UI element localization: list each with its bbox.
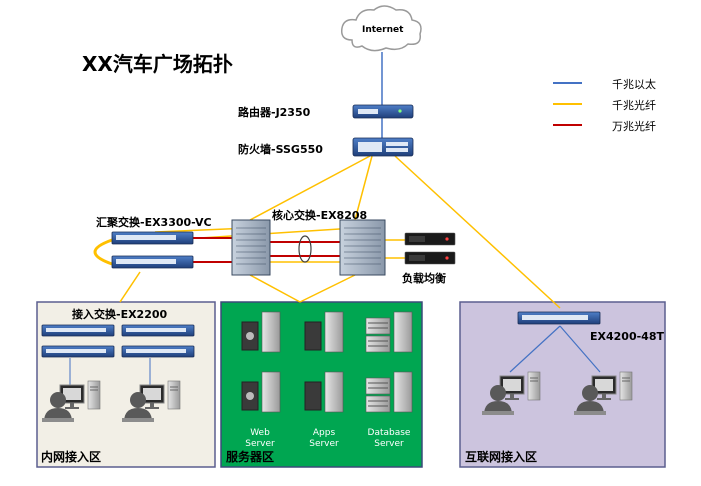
- ex4200-switch-icon: [517, 311, 601, 325]
- aggregation-switch-label: 汇聚交换-EX3300-VC: [96, 216, 212, 229]
- firewall-device-icon: [352, 137, 414, 157]
- apps-server-icon: [304, 311, 344, 413]
- database-server-label: Database Server: [367, 428, 411, 449]
- apps-server-label: Apps Server: [309, 428, 339, 449]
- core-switch-icon: [231, 219, 386, 276]
- database-server-icon: [365, 311, 413, 413]
- core-switch-label: 核心交换-EX8208: [272, 209, 368, 222]
- intranet-zone-label: 内网接入区: [41, 450, 102, 464]
- ex4200-pc2-link: [559, 325, 601, 373]
- load-balancer-label: 负载均衡: [402, 272, 446, 285]
- access-switch-icon: [41, 324, 195, 358]
- legend-label-0: 千兆以太: [612, 78, 656, 91]
- legend-label-2: 万兆光纤: [612, 120, 656, 133]
- ten-gigabit-fiber-links: [193, 237, 340, 263]
- router-device-icon: [352, 104, 414, 119]
- internet-access-zone-box: [459, 301, 666, 468]
- web-server-icon: [241, 311, 281, 413]
- legend-label-1: 千兆光纤: [612, 99, 656, 112]
- ex4200-label: EX4200-48T: [590, 330, 664, 343]
- router-label: 路由器-J2350: [238, 106, 311, 119]
- ex4200-pc1-link: [509, 325, 561, 373]
- internet-access-zone-label: 互联网接入区: [465, 450, 538, 464]
- vc-stack-loop: [93, 238, 113, 266]
- load-balancer-icon: [404, 232, 456, 265]
- firewall-label: 防火墙-SSG550: [238, 143, 323, 156]
- access-switch-label: 接入交换-EX2200: [72, 308, 168, 321]
- internet-cloud-icon: [340, 5, 422, 52]
- link-bundle-icon: [298, 235, 312, 263]
- internet-label: Internet: [362, 25, 404, 35]
- page-title: XX汽车广场拓扑: [82, 52, 233, 76]
- aggregation-switch-icon: [111, 231, 194, 269]
- web-server-label: Web Server: [245, 428, 275, 449]
- server-zone-label: 服务器区: [226, 450, 275, 464]
